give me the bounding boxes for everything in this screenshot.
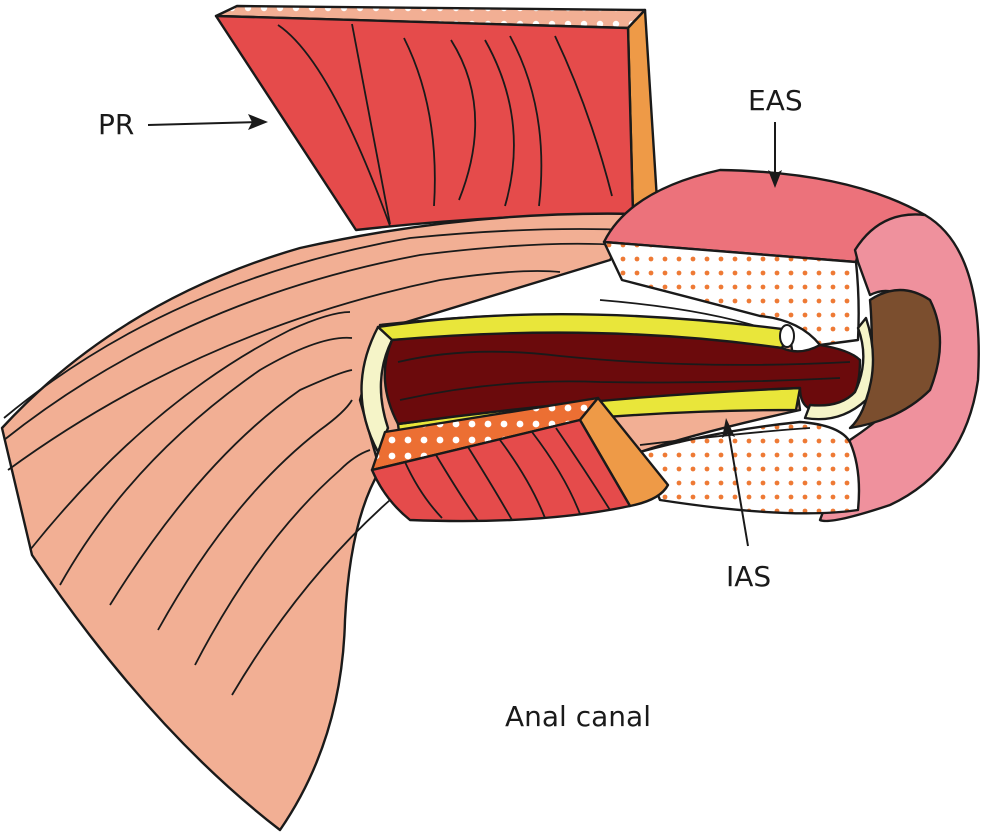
label-eas-text: EAS (748, 84, 803, 117)
mucosa (383, 324, 862, 426)
arrow-ias-head (722, 418, 735, 438)
arrow-eas-head (768, 170, 782, 188)
label-ias: IAS (722, 418, 771, 593)
caption-anal-canal: Anal canal (505, 700, 651, 733)
anal-lumen (803, 288, 942, 430)
external-anal-sphincter (602, 168, 980, 523)
arrow-pr (147, 121, 259, 126)
eas-top-surface (602, 168, 927, 264)
cream-rim-right (803, 316, 875, 421)
arrow-pr-head (248, 114, 268, 130)
puborectalis-loop-front (370, 396, 670, 523)
label-ias-text: IAS (726, 560, 771, 593)
levator-sheet (0, 212, 642, 832)
anal-cushion (779, 324, 795, 348)
levator-fill (0, 212, 642, 832)
label-eas: EAS (748, 84, 803, 188)
arrow-ias (727, 427, 749, 547)
eas-upper-cut (602, 240, 860, 347)
puborectalis-muscle (214, 4, 659, 232)
label-pr: PR (98, 108, 268, 141)
pr-loop-front (370, 418, 632, 523)
label-pr-text: PR (98, 108, 134, 141)
eas-lower-cut (638, 420, 861, 515)
pr-front-face (214, 14, 635, 232)
